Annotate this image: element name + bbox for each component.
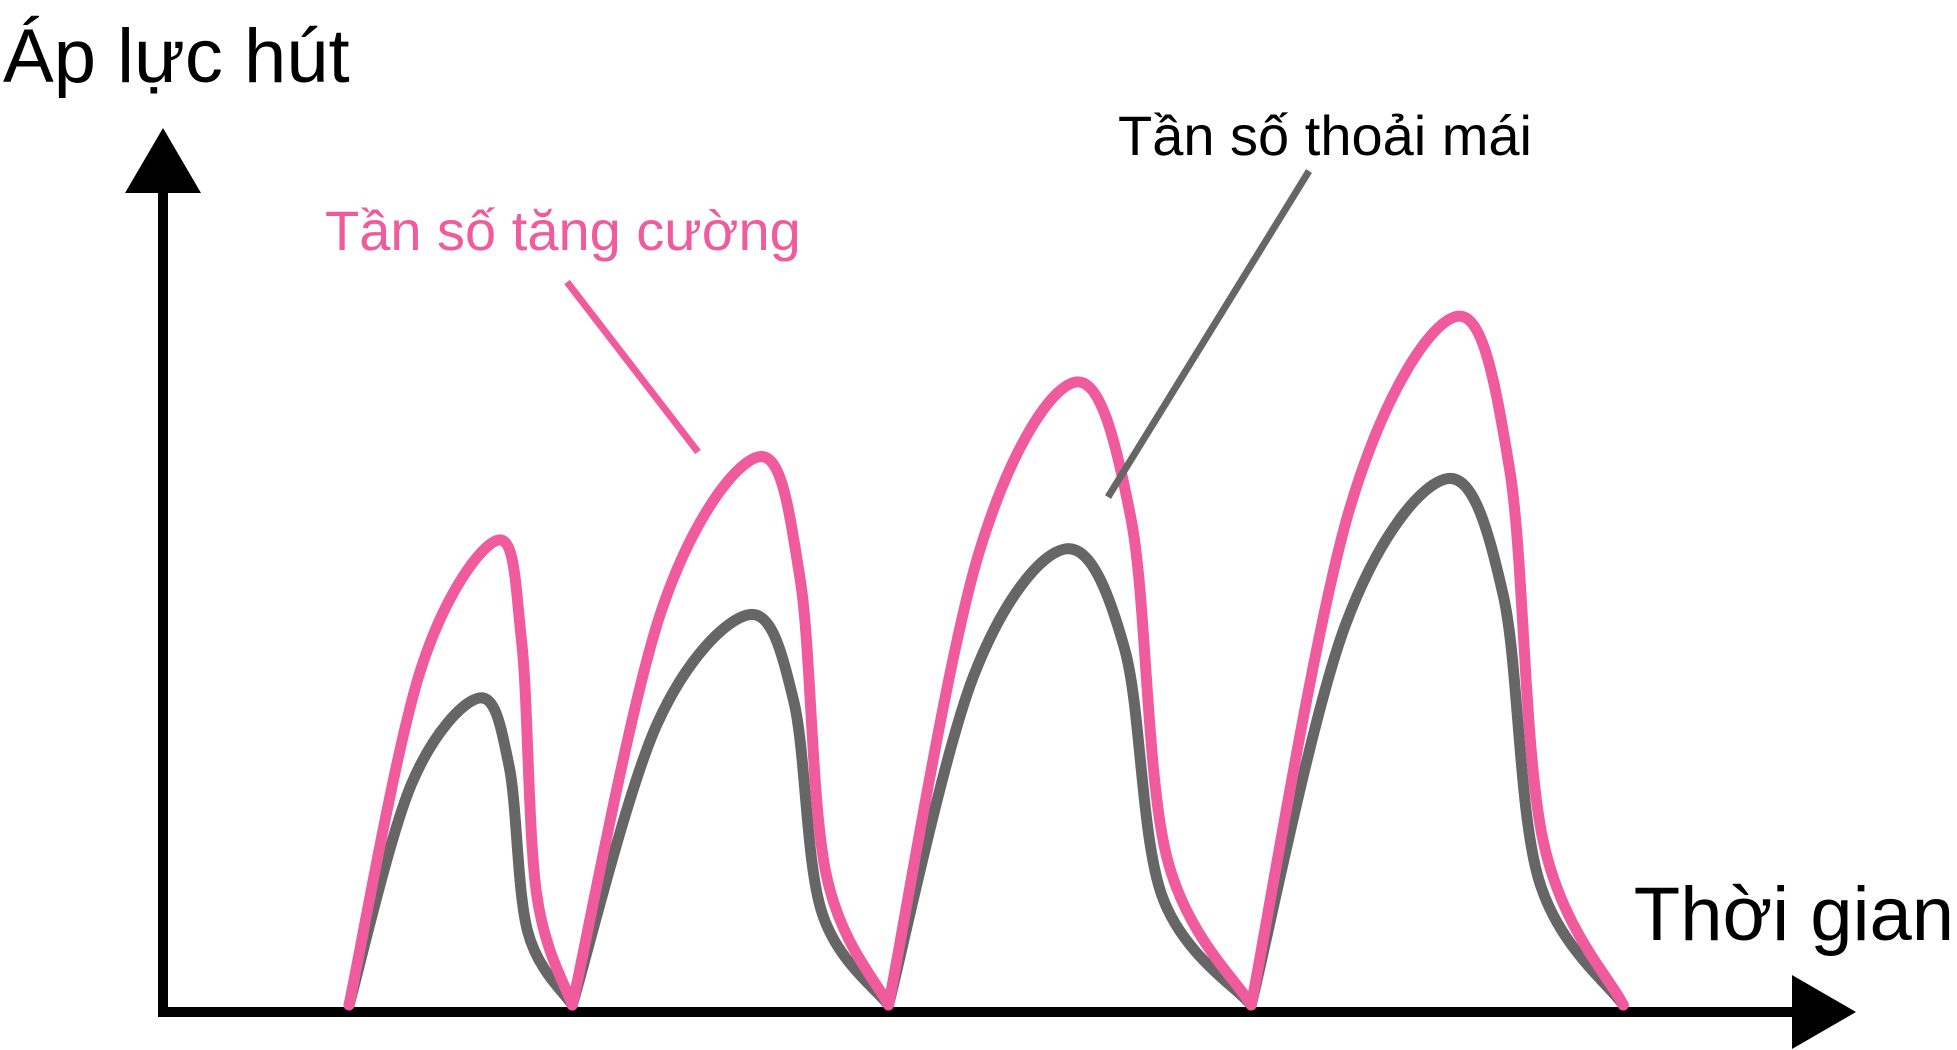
plot-area xyxy=(343,310,1629,1011)
leader-line-comfort xyxy=(1105,169,1312,499)
y-axis-title: Áp lực hút xyxy=(3,14,350,99)
annotation-comfort-label: Tần số thoải mái xyxy=(1118,104,1532,167)
x-axis-arrow xyxy=(1792,975,1856,1049)
series-line-boost xyxy=(343,310,1629,1011)
series-line-comfort xyxy=(343,473,1629,1011)
leader-line-boost xyxy=(564,279,701,455)
annotation-leaders xyxy=(564,169,1312,499)
x-axis-title: Thời gian xyxy=(1634,872,1954,957)
annotation-boost-label: Tần số tăng cường xyxy=(325,199,801,262)
axes xyxy=(125,128,1856,1049)
y-axis-arrow xyxy=(125,128,201,193)
